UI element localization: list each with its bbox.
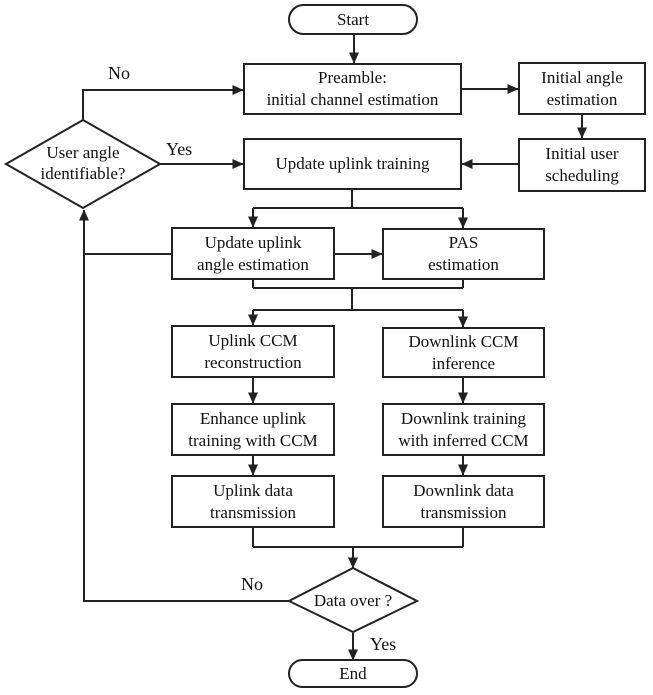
decision-data-over: Data over ? [294, 589, 412, 613]
node-preamble-label: Preamble: initial channel estimation [266, 68, 439, 109]
node-uplink-ccm-reconstruction-label: Uplink CCM reconstruction [204, 330, 302, 372]
node-update-uplink-angle-estimation: Update uplink angle estimation [171, 227, 335, 280]
node-preamble: Preamble: initial channel estimation [243, 63, 462, 115]
edge-data-over-no-feedback [79, 209, 290, 602]
node-downlink-training-inferred-ccm: Downlink training with inferred CCM [382, 403, 545, 456]
decision-user-angle-identifiable-shape [3, 118, 163, 210]
node-start-label: Start [336, 9, 370, 29]
node-end-label: End [339, 663, 367, 683]
node-end: End [288, 659, 418, 688]
node-downlink-ccm-inference-label: Downlink CCM inference [408, 331, 519, 373]
node-downlink-data-transmission-label: Downlink data transmission [413, 480, 514, 522]
node-initial-user-scheduling: Initial user scheduling [518, 138, 646, 192]
node-update-uplink-angle-estimation-label: Update uplink angle estimation [197, 232, 309, 274]
node-update-uplink-training-label: Update uplink training [275, 154, 430, 174]
node-initial-user-scheduling-label: Initial user scheduling [545, 144, 619, 185]
node-uplink-data-transmission-label: Uplink data transmission [210, 480, 296, 522]
node-uplink-data-transmission: Uplink data transmission [171, 475, 335, 528]
edge-label-yes-top: Yes [166, 139, 193, 159]
edge-rails [84, 190, 464, 548]
node-start: Start [288, 4, 418, 35]
node-downlink-data-transmission: Downlink data transmission [382, 475, 545, 528]
node-downlink-training-inferred-ccm-label: Downlink training with inferred CCM [398, 408, 529, 450]
decision-data-over-label: Data over ? [313, 591, 393, 611]
node-uplink-ccm-reconstruction: Uplink CCM reconstruction [171, 325, 335, 378]
decision-data-over-shape [286, 566, 420, 634]
node-pas-estimation-label: PAS estimation [428, 233, 499, 274]
node-enhance-uplink-training-label: Enhance uplink training with CCM [188, 408, 318, 450]
node-update-uplink-training: Update uplink training [243, 138, 462, 190]
decision-user-angle-identifiable-label: User angle identifiable? [40, 142, 126, 183]
node-initial-angle-estimation-label: Initial angle estimation [541, 67, 623, 109]
node-downlink-ccm-inference: Downlink CCM inference [382, 327, 545, 378]
node-enhance-uplink-training: Enhance uplink training with CCM [171, 403, 335, 456]
node-initial-angle-estimation: Initial angle estimation [518, 62, 646, 115]
decision-user-angle-identifiable: User angle identifiable? [13, 134, 153, 192]
node-pas-estimation: PAS estimation [382, 228, 545, 280]
edge-label-no-bottom: No [241, 574, 263, 594]
edge-decision-no-to-preamble [82, 85, 244, 120]
edge-label-yes-bottom: Yes [370, 634, 397, 654]
edge-label-no-top: No [108, 63, 130, 83]
